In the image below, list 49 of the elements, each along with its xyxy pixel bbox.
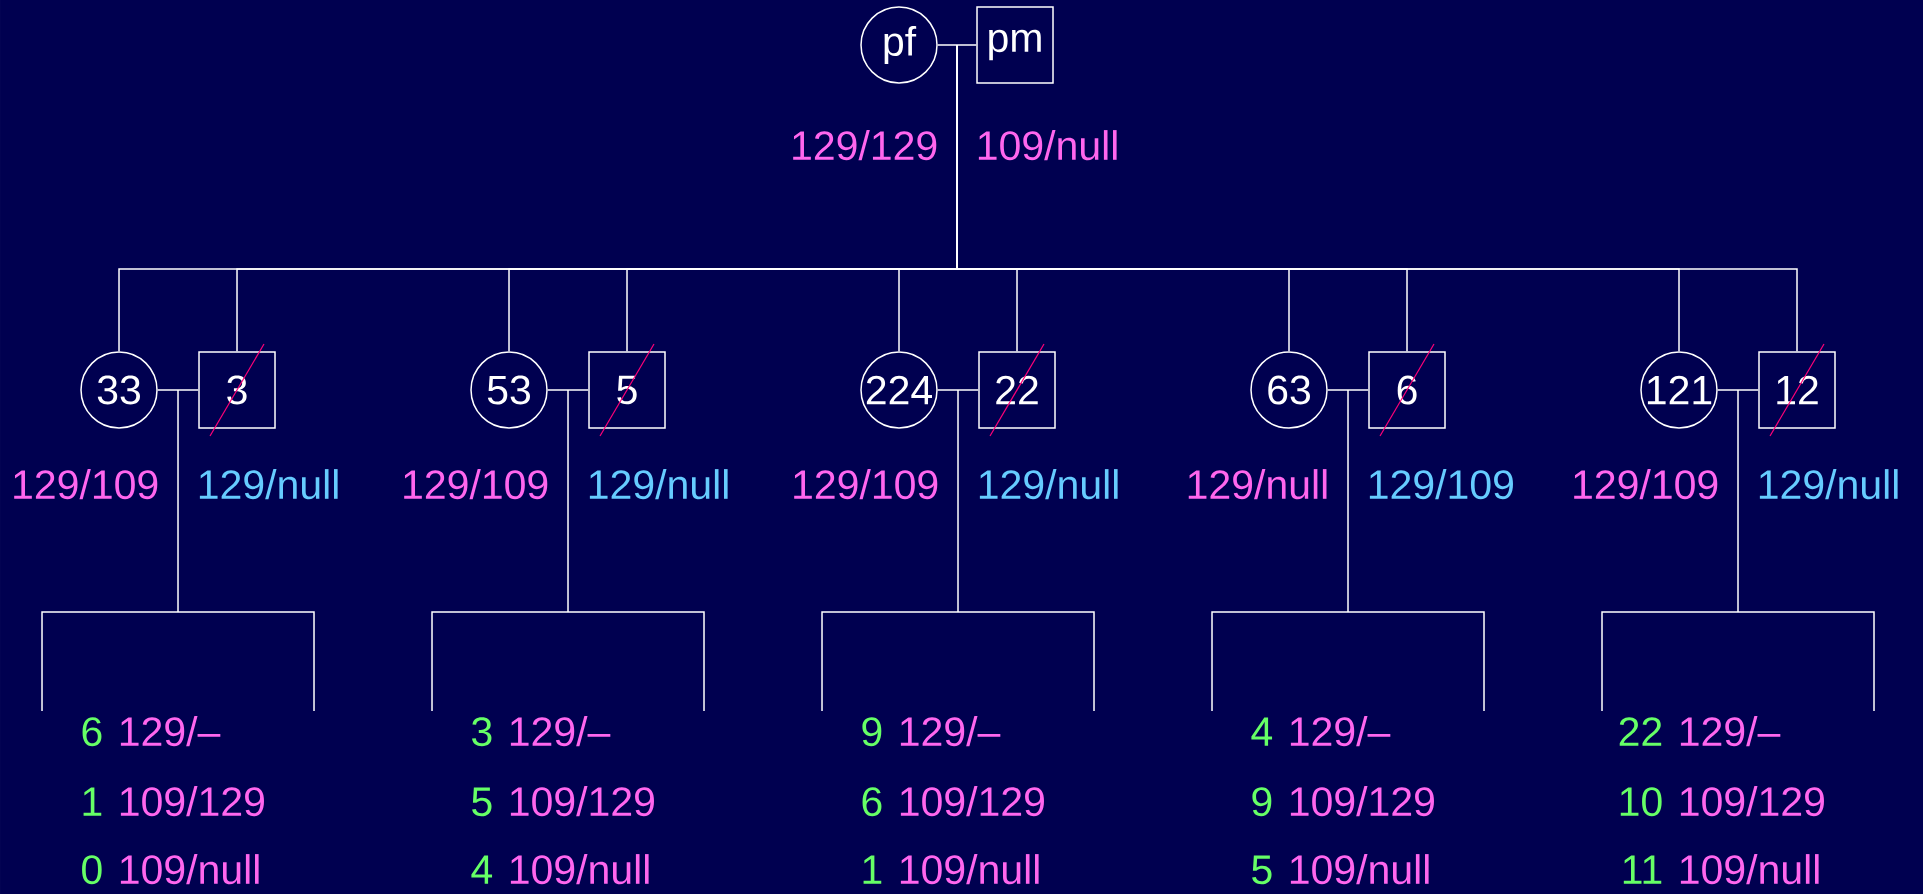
- genotype-label: 129/–: [900, 716, 1001, 747]
- genotype-label: 129/–: [1290, 716, 1391, 747]
- genotype-label: 109/null: [120, 854, 259, 885]
- litter-count: 3: [472, 717, 492, 747]
- marriage-line: [157, 389, 199, 391]
- litter-count: 9: [1252, 787, 1272, 817]
- litter-count: 4: [471, 855, 493, 884]
- genotype-label: 109/129: [120, 786, 264, 817]
- marriage-line: [937, 44, 977, 46]
- genotype-label: 129/109: [1574, 469, 1718, 500]
- litter-count: 6: [862, 787, 882, 817]
- genotype-label: 109/129: [510, 786, 654, 817]
- genotype-label: 109/129: [1680, 786, 1824, 817]
- genotype-label: 129/109: [404, 469, 548, 500]
- litter-count: 11: [1623, 855, 1662, 884]
- marriage-line: [547, 389, 589, 391]
- litter-count: 1: [83, 787, 102, 816]
- pedigree-square: pm: [976, 6, 1054, 84]
- marriage-line: [1717, 389, 1759, 391]
- genotype-label: 129/null: [1759, 469, 1898, 500]
- genotype-label: 129/null: [1188, 469, 1327, 500]
- genotype-label: 129/–: [510, 716, 611, 747]
- genotype-label: 109/null: [978, 130, 1117, 161]
- genotype-label: 109/null: [1290, 854, 1429, 885]
- genotype-label: 129/null: [589, 469, 728, 500]
- genotype-label: 129/null: [979, 469, 1118, 500]
- litter-count: 22: [1619, 717, 1662, 746]
- genotype-label: 129/109: [14, 469, 158, 500]
- genotype-label: 129/–: [120, 716, 221, 747]
- litter-count: 4: [1251, 717, 1273, 746]
- genotype-label: 129/109: [794, 469, 938, 500]
- litter-count: 10: [1620, 787, 1662, 817]
- litter-count: 5: [1252, 855, 1272, 885]
- genotype-label: 129/–: [1680, 716, 1781, 747]
- genotype-label: 109/null: [1680, 854, 1819, 885]
- litter-count: 1: [863, 855, 882, 884]
- genotype-label: 109/null: [900, 854, 1039, 885]
- litter-count: 5: [472, 787, 492, 817]
- marriage-line: [1327, 389, 1369, 391]
- genotype-label: 109/null: [510, 854, 649, 885]
- genotype-label: 129/109: [1369, 469, 1513, 500]
- genotype-label: 129/null: [199, 469, 338, 500]
- marriage-line: [937, 389, 979, 391]
- genotype-label: 109/129: [900, 786, 1044, 817]
- litter-count: 9: [862, 717, 882, 747]
- litter-count: 6: [82, 717, 102, 747]
- genotype-label: 109/129: [1290, 786, 1434, 817]
- litter-count: 0: [82, 855, 102, 885]
- genotype-label: 129/129: [793, 130, 937, 161]
